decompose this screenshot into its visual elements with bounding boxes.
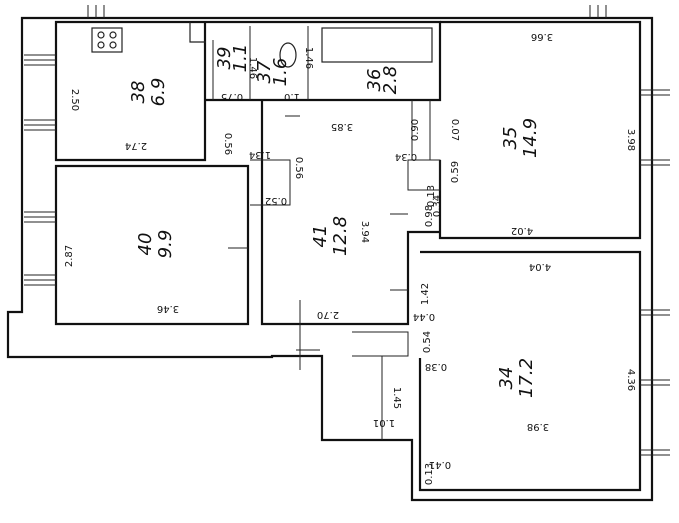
dimension-label: 1.34 <box>249 149 271 160</box>
room-area: 14.9 <box>520 118 541 158</box>
dimension-label: 0.59 <box>450 161 461 183</box>
dimension-label: 0.56 <box>293 157 304 179</box>
partitions <box>212 26 441 440</box>
dimension-label: 4.04 <box>529 261 551 272</box>
dimension-label: 1.46 <box>247 57 258 79</box>
room-number: 39 <box>214 47 235 70</box>
room-number: 41 <box>310 225 331 248</box>
outer-walls <box>6 16 654 502</box>
dimension-label: 1.01 <box>373 417 395 428</box>
room-labels: 38 6.9 39 1.1 37 1.6 36 2.8 40 9.9 41 12… <box>128 44 541 398</box>
stove-burners <box>97 31 117 49</box>
dimension-label: 0.56 <box>222 133 233 155</box>
sink-icon <box>189 22 206 43</box>
room-number: 38 <box>128 81 149 104</box>
dimension-label: 0.90 <box>410 119 421 141</box>
dimension-label: 1.42 <box>420 283 431 305</box>
dimension-label: 0.98 <box>424 205 435 227</box>
dimension-labels: 2.50 2.74 0.75 1.46 1.0 1.46 3.85 3.94 2… <box>64 31 636 485</box>
room-area: 9.9 <box>155 230 176 259</box>
room-number: 37 <box>254 60 275 83</box>
dimension-label: 0.75 <box>221 91 243 102</box>
windows <box>24 5 670 456</box>
dimension-label: 3.98 <box>625 129 636 151</box>
dimension-label: 1.0 <box>284 91 300 102</box>
dimension-label: 0.34 <box>395 151 417 162</box>
dimension-label: 1.45 <box>391 387 402 409</box>
dimension-label: 0.07 <box>449 119 460 141</box>
dimension-label: 0.13 <box>426 185 437 207</box>
dimension-label: 0.44 <box>413 311 435 322</box>
room-number: 40 <box>135 233 156 256</box>
dimension-label: 2.87 <box>64 245 75 267</box>
room-number: 35 <box>500 127 521 150</box>
toilet-icon <box>279 42 297 68</box>
dimension-label: 3.46 <box>157 303 179 314</box>
dimension-label: 3.94 <box>359 221 370 243</box>
stove-icon <box>91 27 123 53</box>
room-area: 12.8 <box>330 216 351 256</box>
dimension-label: 3.85 <box>331 121 353 132</box>
bathtub-icon <box>321 27 433 63</box>
dimension-label: 3.66 <box>531 31 553 42</box>
room-area: 17.2 <box>516 358 537 398</box>
room-area: 6.9 <box>148 78 169 107</box>
dimension-label: 0.41 <box>429 459 451 470</box>
dimension-label: 2.50 <box>69 89 80 111</box>
dimension-label: 4.02 <box>511 225 533 236</box>
room-area: 1.1 <box>230 44 251 73</box>
dimension-label: 2.74 <box>125 140 147 151</box>
room-area: 1.6 <box>270 58 291 87</box>
dimension-label: 1.46 <box>303 47 314 69</box>
dimension-label: 0.13 <box>424 463 435 485</box>
dimension-label: 0.52 <box>265 195 287 206</box>
room-number: 34 <box>496 367 517 390</box>
dimension-label: 0.54 <box>422 331 433 353</box>
dimension-label: 2.70 <box>317 309 339 320</box>
room-area: 2.8 <box>380 66 401 95</box>
dimension-label: 3.98 <box>527 421 549 432</box>
dimension-label: 0.34 <box>432 195 443 217</box>
dimension-label: 4.36 <box>625 369 636 391</box>
room-number: 36 <box>364 69 385 92</box>
dimension-label: 0.38 <box>425 361 447 372</box>
